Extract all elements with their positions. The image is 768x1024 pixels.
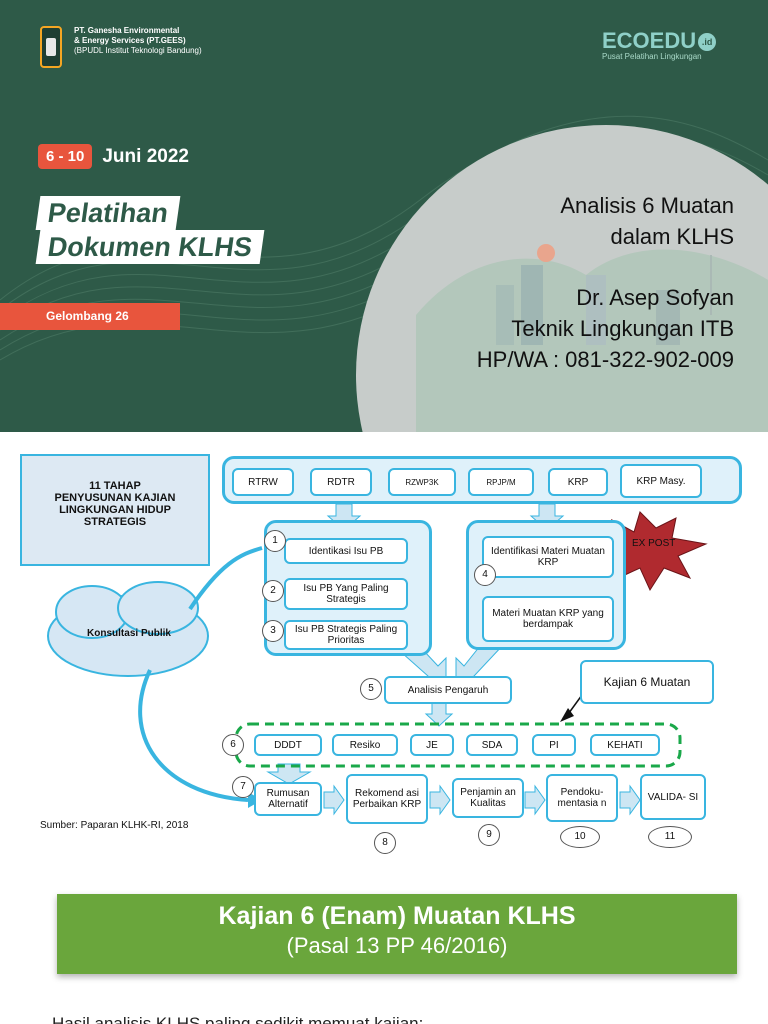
stage-number: 1	[264, 530, 286, 552]
brand-logo: ECOEDU.id Pusat Pelatihan Lingkungan	[602, 28, 717, 61]
city-illustration	[416, 244, 768, 432]
diagram-title-panel: 11 TAHAP PENYUSUNAN KAJIAN LINGKUNGAN HI…	[20, 454, 210, 566]
event-date: 6 - 10 Juni 2022	[38, 144, 189, 169]
content-box: Resiko	[332, 734, 398, 756]
stage-number: 11	[648, 826, 692, 848]
stage-number: 3	[262, 620, 284, 642]
brand-name: ECOEDU	[602, 28, 697, 53]
stage-number: 4	[474, 564, 496, 586]
stage-number: 9	[478, 824, 500, 846]
talk-title-line: Analisis 6 Muatan	[560, 193, 734, 218]
organizer-name-line: & Energy Services (PT.GEES)	[74, 36, 186, 45]
content-box: JE	[410, 734, 454, 756]
ex-post-label: EX POST	[632, 538, 676, 549]
stage-box: Identifikasi Materi Muatan KRP	[482, 536, 614, 578]
speaker-name: Dr. Asep Sofyan	[576, 285, 734, 310]
brand-tagline: Pusat Pelatihan Lingkungan	[602, 52, 702, 61]
stage-number: 8	[374, 832, 396, 854]
doc-box: RTRW	[232, 468, 294, 496]
batch-badge: Gelombang 26	[0, 303, 180, 330]
speaker-contact: HP/WA : 081-322-902-009	[476, 347, 734, 372]
content-box: SDA	[466, 734, 518, 756]
stage-number: 2	[262, 580, 284, 602]
stage-box: Pendoku- mentasia n	[546, 774, 618, 822]
organizer-logo	[40, 26, 62, 68]
stage-box: Isu PB Yang Paling Strategis	[284, 578, 408, 610]
stage-box: Materi Muatan KRP yang berdampak	[482, 596, 614, 642]
section-banner: Kajian 6 (Enam) Muatan KLHS (Pasal 13 PP…	[57, 894, 737, 974]
cover-slide: PT. Ganesha Environmental & Energy Servi…	[0, 0, 768, 432]
diagram-source: Sumber: Paparan KLHK-RI, 2018	[40, 820, 189, 831]
doc-box: RPJP/M	[468, 468, 534, 496]
content-box: KEHATI	[590, 734, 660, 756]
organizer-name-line: PT. Ganesha Environmental	[74, 26, 180, 35]
organizer-affiliation: (BPUDL Institut Teknologi Bandung)	[74, 46, 202, 55]
stage-number: 6	[222, 734, 244, 756]
public-consultation: Konsultasi Publik	[87, 628, 171, 639]
speaker-affiliation: Teknik Lingkungan ITB	[511, 316, 734, 341]
doc-box: RZWP3K	[388, 468, 456, 496]
stage-box: Rekomend asi Perbaikan KRP	[346, 774, 428, 824]
event-title: Pelatihan Dokumen KLHS	[35, 196, 265, 264]
event-title-line: Pelatihan	[35, 196, 181, 230]
brand-tld: .id	[698, 33, 717, 52]
doc-box: KRP Masy.	[620, 464, 702, 498]
doc-box: KRP	[548, 468, 608, 496]
stage-box: Rumusan Alternatif	[254, 782, 322, 816]
section-title: Kajian 6 (Enam) Muatan KLHS	[218, 902, 576, 930]
section-subtitle: (Pasal 13 PP 46/2016)	[286, 933, 508, 958]
kajian-box: Kajian 6 Muatan	[580, 660, 714, 704]
content-box: PI	[532, 734, 576, 756]
content-box: DDDT	[254, 734, 322, 756]
date-month: Juni 2022	[102, 145, 189, 167]
organizer-block: PT. Ganesha Environmental & Energy Servi…	[40, 26, 202, 68]
stage-number: 5	[360, 678, 382, 700]
event-title-line: Dokumen KLHS	[35, 230, 265, 264]
body-text-partial: Hasil analisis KLHS paling sedikit memua…	[52, 1014, 424, 1024]
klhs-stages-diagram: 11 TAHAP PENYUSUNAN KAJIAN LINGKUNGAN HI…	[0, 434, 768, 866]
stage-box: Identikasi Isu PB	[284, 538, 408, 564]
stage-box: Isu PB Strategis Paling Prioritas	[284, 620, 408, 650]
doc-box: RDTR	[310, 468, 372, 496]
stage-box: Penjamin an Kualitas	[452, 778, 524, 818]
cloud-shape	[47, 581, 209, 677]
talk-title-line: dalam KLHS	[610, 224, 734, 249]
stage-box: VALIDA- SI	[640, 774, 706, 820]
talk-info: Analisis 6 Muatan dalam KLHS Dr. Asep So…	[477, 190, 734, 375]
stage-box: Analisis Pengaruh	[384, 676, 512, 704]
stage-number: 7	[232, 776, 254, 798]
stage-number: 10	[560, 826, 600, 848]
date-range-badge: 6 - 10	[38, 144, 93, 169]
